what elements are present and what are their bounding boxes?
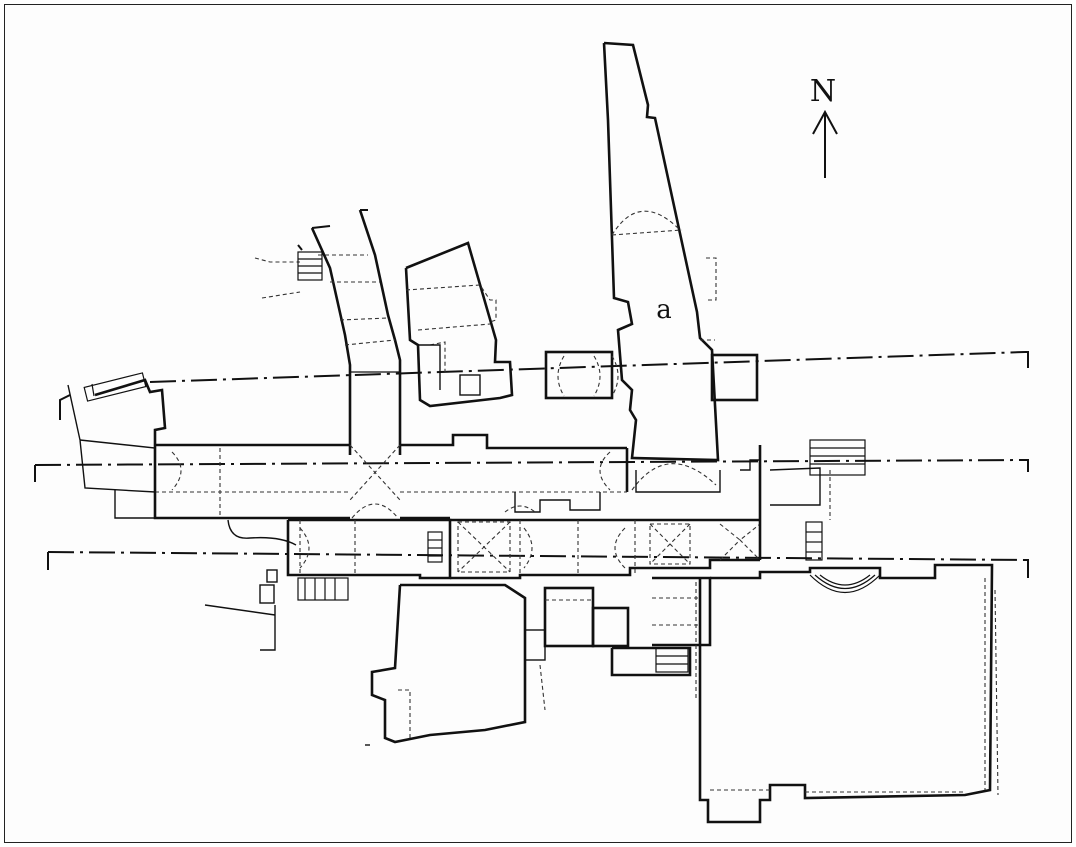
east-stair-block [740,439,881,594]
northwest-wing [254,209,402,455]
north-central-block [404,241,514,408]
lower-corridor [286,518,452,601]
section-axis-lines [34,244,1029,578]
wing-a-annex [544,350,759,402]
room-label-a: a [656,295,672,325]
southeast-building [695,563,999,824]
southwest-block [365,583,546,746]
plan-frame [4,4,1072,843]
middle-rooms [524,576,712,677]
wing-a [602,41,720,491]
north-arrow-icon [812,109,838,178]
central-corridor [450,470,761,580]
north-label: N [810,74,836,109]
northwest-stair [297,251,323,281]
west-extension [67,372,297,651]
main-gallery [153,433,629,520]
